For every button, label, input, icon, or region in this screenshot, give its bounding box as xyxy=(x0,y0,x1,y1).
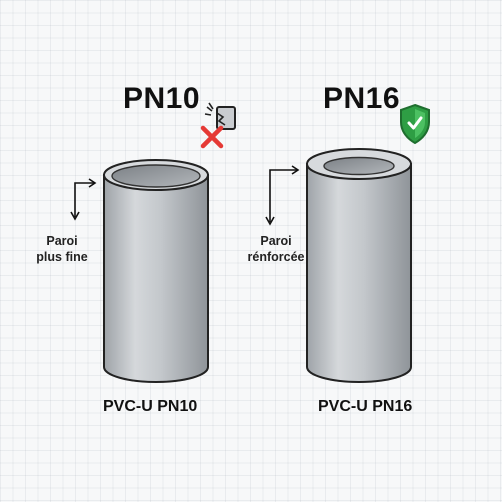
pn10-panel: PN10 Paroi plus xyxy=(17,82,236,415)
pn10-caption: PVC-U PN10 xyxy=(103,398,198,415)
pn10-pipe xyxy=(70,159,209,383)
shield-check-icon xyxy=(400,103,430,145)
pn16-wall-label-line2: rénforcée xyxy=(247,250,305,264)
pn16-title: PN16 xyxy=(323,82,401,115)
pn16-pipe xyxy=(265,148,412,383)
pn16-caption: PVC-U PN16 xyxy=(318,398,413,415)
pn16-panel: PN16 Paroi rénforcée xyxy=(248,0,502,502)
cracked-pipe-icon xyxy=(204,102,236,130)
pn10-wall-label-line2: plus fine xyxy=(36,250,88,264)
pn16-wall-label: Paroi rénforcée xyxy=(231,233,321,265)
pn10-title: PN10 xyxy=(123,82,201,115)
pn10-wall-label: Paroi plus fine xyxy=(17,233,107,265)
pn10-wall-label-line1: Paroi xyxy=(46,234,78,248)
cross-icon xyxy=(200,125,224,149)
pn16-wall-label-line1: Paroi xyxy=(260,234,292,248)
